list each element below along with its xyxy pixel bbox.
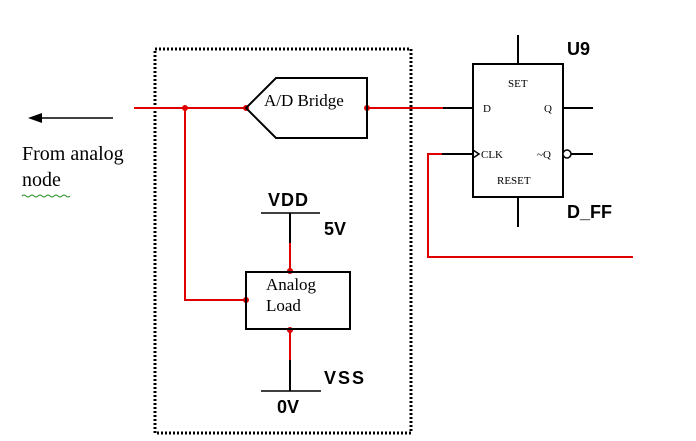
vdd-label: VDD xyxy=(268,190,309,210)
pin-set: SET xyxy=(508,78,528,90)
clock-edge-icon xyxy=(472,149,481,159)
vdd-value: 5V xyxy=(324,219,346,239)
inverter-bubble-icon xyxy=(562,149,572,159)
source-label-line1: From analog xyxy=(22,143,124,165)
vss-value: 0V xyxy=(277,397,299,417)
analog-load-block xyxy=(245,271,351,330)
pin-q: Q xyxy=(544,103,552,115)
pin-d: D xyxy=(483,103,491,115)
vss-label: VSS xyxy=(324,368,366,388)
left-arrow-icon xyxy=(28,113,113,123)
analog-net xyxy=(134,107,633,360)
ad-bridge-block xyxy=(244,77,368,139)
analog-domain-boundary xyxy=(153,47,413,435)
ff-instance-label: U9 xyxy=(567,39,590,59)
source-label-line2: node xyxy=(22,169,61,191)
pin-clk: CLK xyxy=(481,149,503,161)
analog-load-line1: Analog xyxy=(266,275,317,294)
vss-rail xyxy=(261,360,321,392)
pin-reset: RESET xyxy=(497,175,531,187)
pin-qbar: ~Q xyxy=(537,149,551,161)
d-flip-flop xyxy=(442,35,593,227)
analog-load-line2: Load xyxy=(266,296,301,315)
ff-type-label: D_FF xyxy=(567,202,612,222)
ad-bridge-label: A/D Bridge xyxy=(264,91,344,110)
spellcheck-underline xyxy=(21,194,71,198)
vdd-rail xyxy=(261,212,320,243)
